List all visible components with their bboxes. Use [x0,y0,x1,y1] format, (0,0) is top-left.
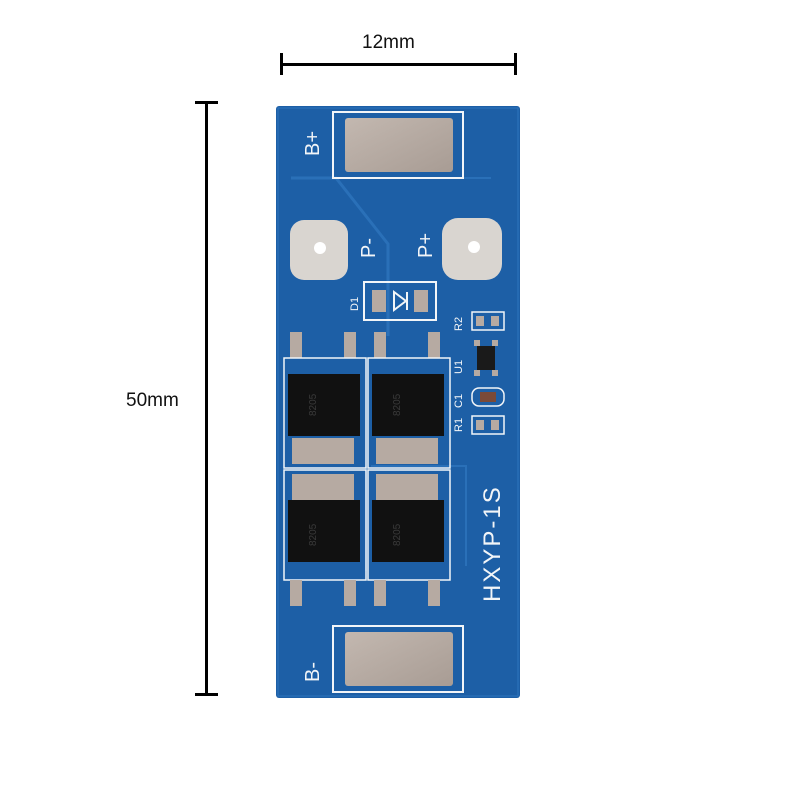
pad-b-minus [345,632,453,686]
height-dimension-line [205,103,208,695]
diode-symbol [393,290,408,312]
width-dimension-tick-left [280,53,283,75]
pad-p-minus-hole [314,242,326,254]
cap-body [480,392,496,402]
cap-label: C1 [453,394,465,408]
copper-trace [371,465,467,566]
pad-b-plus-label: B+ [302,131,324,156]
ic-label: U1 [453,360,465,374]
mosfet-bottom-left-mark: 8205 [308,523,319,546]
diode-outline [363,281,437,321]
mosfet-top-right-mark: 8205 [392,393,403,416]
pad-p-minus-label: P- [358,238,380,258]
mosfet-bottom-right: 8205 [367,469,451,606]
diode-pad-right [414,290,428,312]
cap-outline [471,387,505,407]
width-dimension-label: 12mm [362,32,415,53]
mosfet-top-left-mark: 8205 [308,393,319,416]
width-dimension-line [282,63,516,66]
pad-p-plus-hole [468,241,480,253]
mosfet-top-left: 8205 [283,332,367,469]
width-dimension-tick-right [514,53,517,75]
r1-label: R1 [453,418,465,432]
mosfet-bottom-right-mark: 8205 [392,523,403,546]
pad-b-plus-outline [332,111,464,179]
diode-pad-left [372,290,386,312]
height-dimension-label: 50mm [126,390,179,411]
pad-p-plus-label: P+ [415,233,437,258]
mosfet-bottom-left: 8205 [283,469,367,606]
height-dimension-tick-bottom [195,693,218,696]
r2-outline [471,311,505,331]
pcb-board: B+ B- P- P+ D1 R2 U1 C1 R1 8205 [276,106,520,698]
pad-b-plus [345,118,453,172]
ic-chip [474,340,498,376]
r2-label: R2 [453,317,465,331]
board-model-label: HXYP-1S [479,485,506,602]
height-dimension-tick-top [195,101,218,104]
pad-b-minus-label: B- [302,662,324,682]
copper-trace [291,176,390,336]
diode-label: D1 [349,297,361,311]
pad-b-minus-outline [332,625,464,693]
r1-outline [471,415,505,435]
mosfet-top-right: 8205 [367,332,451,469]
